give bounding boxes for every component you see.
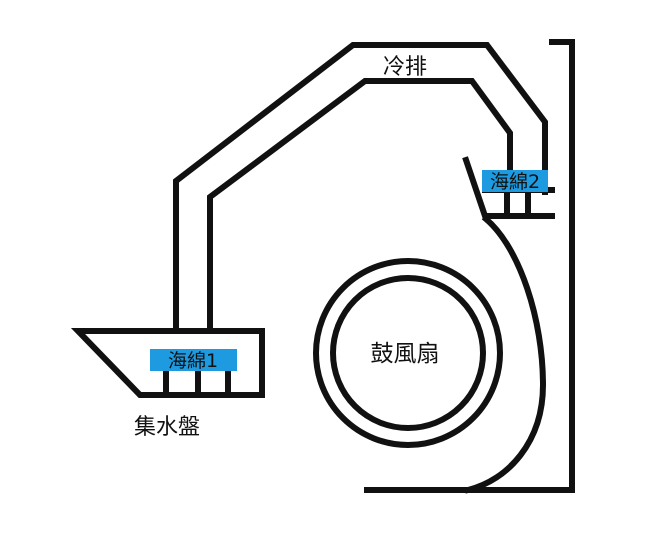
blower-fan-inner-ring (330, 275, 486, 431)
exhaust-duct-inner-wall (207, 78, 513, 333)
blower-fan-label: 鼓風扇 (371, 341, 440, 367)
drip-tray-outline (70, 328, 265, 398)
volute-casing (464, 214, 547, 494)
sponge-1-highlight (150, 349, 237, 371)
sponge-2-cells (504, 189, 531, 219)
blower-fan-outer-ring (313, 258, 503, 448)
sponge-1-label: 海綿1 (168, 350, 218, 372)
sponge-2-label: 海綿2 (490, 171, 540, 193)
exhaust-duct-outer-wall (173, 42, 548, 333)
drip-tray-label: 集水盤 (134, 415, 200, 440)
cold-exhaust-label: 冷排 (383, 55, 427, 80)
sponge-2-highlight (482, 170, 548, 192)
sponge-1-cells (163, 367, 231, 398)
